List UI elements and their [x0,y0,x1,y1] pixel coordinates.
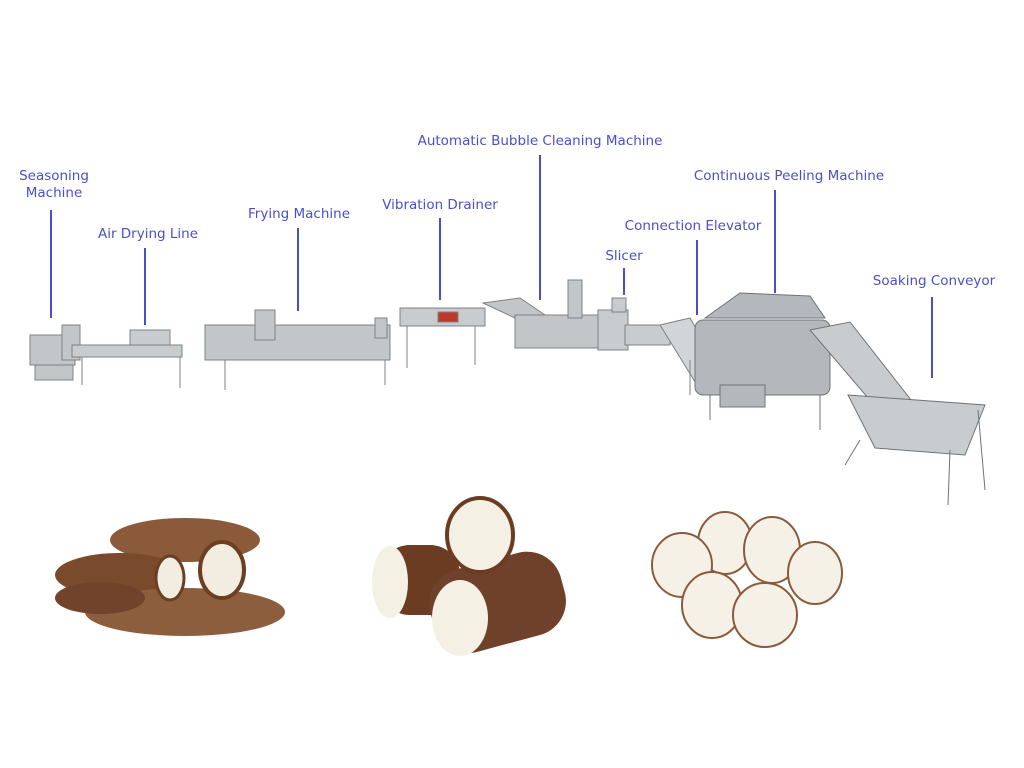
whole-cassava-roots [55,518,285,636]
label-bubble-cleaning-machine: Automatic Bubble Cleaning Machine [417,133,663,149]
label-line-2: Machine [25,185,83,201]
label-soaking-conveyor: Soaking Conveyor [872,273,996,289]
label-slicer: Slicer [605,248,643,264]
pointer-line [50,210,52,318]
cut-cassava-pieces [372,496,566,656]
pointer-line [931,297,933,378]
pointer-line [774,190,776,293]
label-continuous-peeling-machine: Continuous Peeling Machine [693,168,885,184]
pointer-line [144,248,146,325]
label-vibration-drainer: Vibration Drainer [382,197,498,213]
frying-machine [204,309,391,390]
soaking-conveyor [809,321,986,506]
label-frying-machine: Frying Machine [247,206,351,222]
pointer-line [539,155,541,300]
continuous-peeling-machine [694,292,831,430]
pointer-line [297,228,299,311]
bubble-cleaning-machine [481,279,601,349]
cassava-slices [651,511,843,648]
label-air-drying-line: Air Drying Line [97,226,199,242]
air-drying-line [71,329,183,388]
pointer-line [696,240,698,315]
slicer [597,297,671,351]
vibration-drainer [399,307,486,368]
label-connection-elevator: Connection Elevator [624,218,762,234]
pointer-line [439,218,441,300]
label-line-1: Seasoning [19,168,89,184]
pointer-line [623,268,625,295]
